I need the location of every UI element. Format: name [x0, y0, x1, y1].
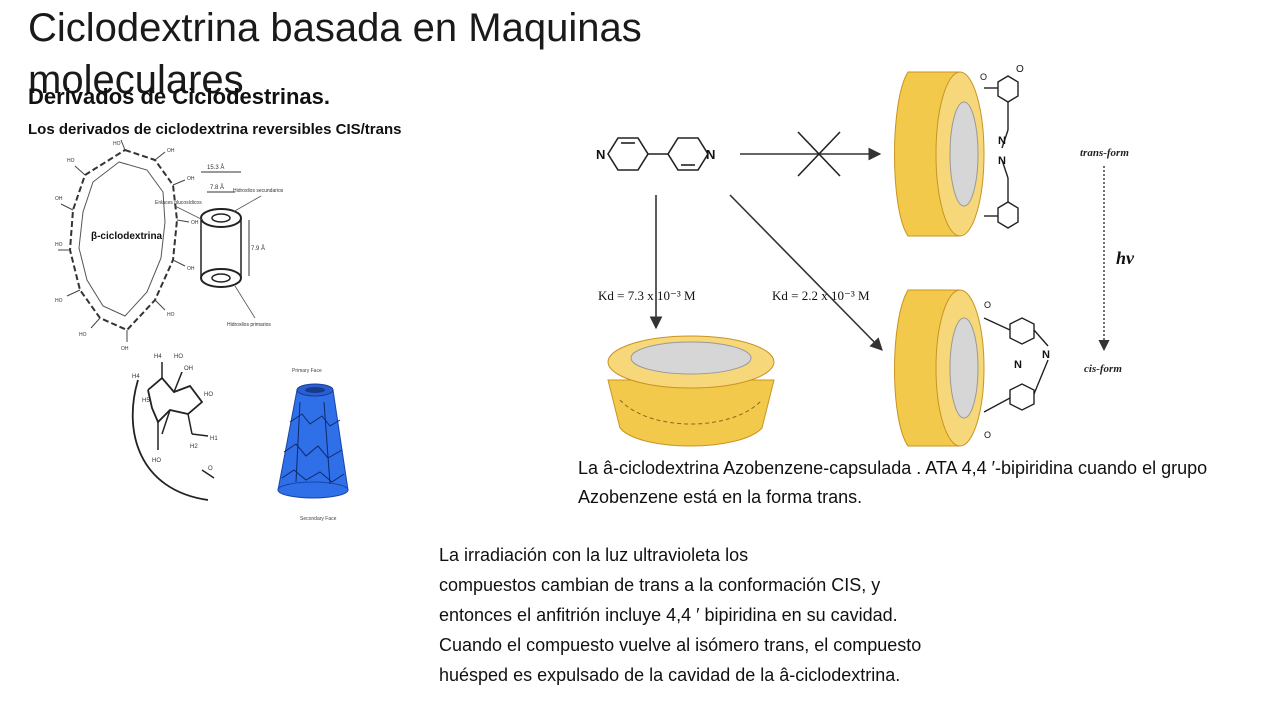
svg-text:OH: OH [191, 220, 199, 226]
cyclodextrin-ring [607, 335, 775, 447]
svg-text:HO: HO [79, 332, 87, 338]
caption-line: compuestos cambian de trans a la conform… [439, 575, 881, 595]
svg-text:Hidroxilos primarios: Hidroxilos primarios [227, 322, 271, 328]
caption-bottom: La irradiación con la luz ultravioleta l… [439, 540, 1139, 690]
svg-text:HO: HO [152, 458, 161, 464]
page-title: Ciclodextrina basada en Maquinas molecul… [28, 6, 642, 102]
blue-cone-model: Primary Face Secondary Face [277, 368, 349, 522]
trans-form-label: trans-form [1080, 147, 1129, 159]
kd-right-label: Kd = 2.2 x 10⁻³ M [772, 288, 870, 303]
svg-text:H2: H2 [190, 444, 198, 450]
svg-text:OH: OH [187, 176, 195, 182]
hv-label: hν [1116, 248, 1135, 268]
svg-text:OH: OH [184, 366, 193, 372]
svg-text:O: O [208, 466, 213, 472]
svg-text:H4: H4 [132, 374, 140, 380]
svg-text:Secondary Face: Secondary Face [300, 516, 337, 522]
svg-text:OH: OH [167, 148, 175, 154]
svg-text:7.8 Å: 7.8 Å [210, 184, 224, 191]
cis-form-label: cis-form [1084, 363, 1122, 375]
bipyridine-molecule [607, 137, 709, 171]
arrow-diagonal [729, 194, 883, 351]
svg-text:OH: OH [55, 196, 63, 202]
reaction-scheme-figure: N N Kd = 7.3 x 10⁻³ M Kd = 2.2 x 10⁻³ M … [596, 64, 1135, 447]
svg-text:7.9 Å: 7.9 Å [251, 245, 265, 252]
svg-text:N: N [998, 155, 1006, 167]
svg-text:N: N [998, 135, 1006, 147]
svg-text:HO: HO [167, 312, 175, 318]
svg-text:O: O [984, 430, 991, 440]
svg-text:Enlaces glucosídicos: Enlaces glucosídicos [155, 200, 202, 206]
section-description: Los derivados de ciclodextrina reversibl… [28, 121, 402, 138]
svg-text:N: N [596, 147, 605, 162]
cyclodextrin-cis-capsule: N N O O [894, 289, 1050, 447]
svg-text:15.3 Å: 15.3 Å [207, 164, 224, 171]
svg-text:OH: OH [187, 266, 195, 272]
svg-text:H1: H1 [210, 436, 218, 442]
caption-line: entonces el anfitrión incluye 4,4 ′ bipi… [439, 605, 898, 625]
svg-text:HO: HO [113, 141, 121, 147]
caption-line: Cuando el compuesto vuelve al isómero tr… [439, 635, 922, 655]
svg-text:OH: OH [121, 346, 129, 352]
cyclodextrin-structure-figure: HO OH OH OH OH HO OH HO HO HO OH HO β-ciclodextr… [55, 140, 284, 352]
svg-text:Primary Face: Primary Face [292, 368, 322, 374]
cylinder-dimension-diagram: 15.3 Å 7.8 Å 7.9 Å Enlaces glucosídicos … [155, 164, 284, 328]
svg-text:O: O [1016, 64, 1024, 75]
svg-text:HO: HO [55, 298, 63, 304]
caption-top: La â-ciclodextrina Azobenzene-capsulada … [578, 458, 1208, 507]
ring-label: β-ciclodextrina [91, 231, 163, 242]
svg-text:HO: HO [174, 354, 183, 360]
cyclodextrin-trans-capsule: N N O O [894, 64, 1024, 237]
kd-left-label: Kd = 7.3 x 10⁻³ M [598, 288, 696, 303]
svg-text:HO: HO [67, 158, 75, 164]
svg-text:N: N [1042, 349, 1050, 361]
svg-text:N: N [706, 147, 715, 162]
caption-line: huésped es expulsado de la cavidad de la… [439, 665, 901, 685]
caption-line: La irradiación con la luz ultravioleta l… [439, 545, 749, 565]
svg-text:N: N [1014, 359, 1022, 371]
section-subtitle: Derivados de Ciclodestrinas. [28, 84, 330, 109]
svg-text:HO: HO [204, 392, 213, 398]
svg-text:Hidroxilos secundarios: Hidroxilos secundarios [233, 188, 284, 194]
svg-text:HO: HO [55, 242, 63, 248]
svg-text:O: O [984, 300, 991, 310]
svg-text:H5: H5 [142, 398, 150, 404]
svg-text:H4: H4 [154, 354, 162, 360]
svg-text:O: O [980, 72, 987, 82]
